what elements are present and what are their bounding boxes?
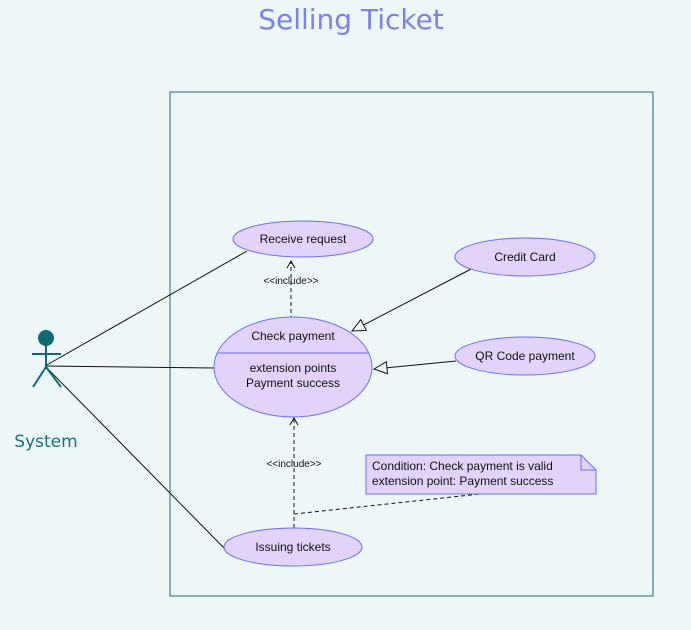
use-case-check-payment[interactable]: Check payment extension points Payment s…	[213, 316, 373, 418]
note-line-2: extension point: Payment success	[372, 474, 553, 488]
issuing-tickets-ellipse	[223, 527, 363, 567]
include-label-top: <<include>>	[263, 276, 318, 287]
check-payment-title: Check payment	[251, 329, 335, 343]
note-fold-icon	[580, 455, 596, 471]
actor-left-leg	[32, 366, 47, 388]
qr-code-payment-ellipse	[454, 336, 596, 376]
note-line-1: Condition: Check payment is valid	[372, 459, 553, 473]
association-actor-check-payment	[44, 365, 215, 369]
receive-request-ellipse	[232, 220, 374, 258]
use-case-qr-code-payment[interactable]: QR Code payment	[454, 336, 596, 376]
actor-right-leg	[45, 366, 62, 388]
diagram-title: Selling Ticket	[258, 3, 444, 36]
extension-points-label: extension points	[250, 361, 337, 375]
association-actor-issuing-tickets	[44, 365, 225, 549]
credit-card-label: Credit Card	[494, 250, 555, 264]
association-actor-receive-request	[44, 250, 248, 367]
receive-request-label: Receive request	[260, 232, 347, 246]
check-payment-ellipse	[213, 316, 373, 418]
use-case-issuing-tickets[interactable]: Issuing tickets	[223, 527, 363, 567]
system-boundary	[169, 91, 654, 597]
use-case-credit-card[interactable]: Credit Card	[454, 237, 596, 277]
credit-card-ellipse	[454, 237, 596, 277]
include-label-bottom: <<include>>	[266, 459, 321, 470]
actor-head-icon	[38, 330, 54, 346]
actor-system[interactable]	[32, 330, 62, 388]
actor-label: System	[14, 432, 77, 452]
note-shape	[365, 454, 597, 495]
use-case-receive-request[interactable]: Receive request	[232, 220, 374, 258]
note-connector	[293, 493, 481, 515]
issuing-tickets-label: Issuing tickets	[255, 540, 330, 554]
qr-code-payment-label: QR Code payment	[475, 349, 575, 363]
extension-point-payment-success: Payment success	[246, 376, 340, 390]
generalization-qr-code-payment	[372, 360, 457, 375]
condition-note[interactable]: Condition: Check payment is valid extens…	[365, 454, 597, 495]
generalization-credit-card	[350, 267, 474, 332]
